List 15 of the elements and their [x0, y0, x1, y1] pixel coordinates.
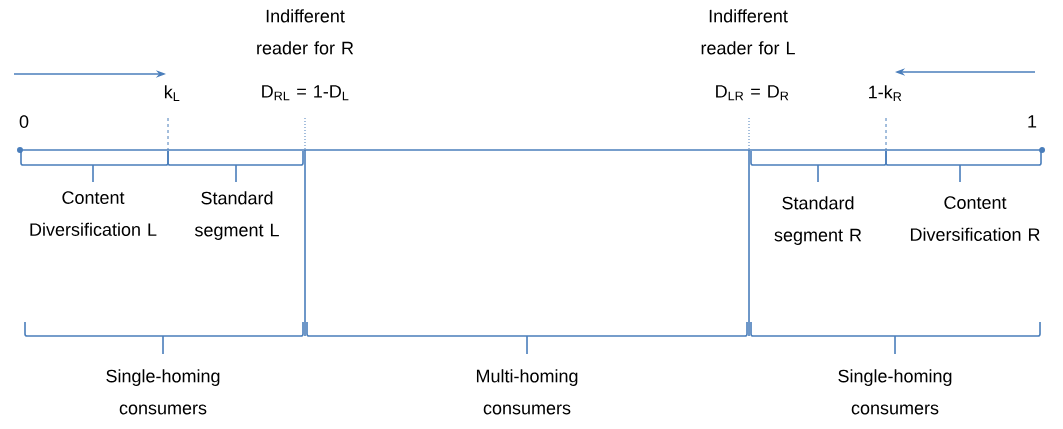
- segment-label: Content Diversification L: [30, 191, 157, 236]
- annotation: Indifferent reader for R: [257, 9, 354, 55]
- annotation: Indifferent reader for L: [701, 9, 795, 55]
- point-label: D$_{LR}$ = D$_{R}$: [716, 85, 789, 101]
- segment-label: Multi-homing consumers: [476, 369, 578, 415]
- segment-label: Single-homing consumers: [106, 369, 220, 415]
- segment-label: Standard segment L: [195, 191, 279, 240]
- segment-label: Standard segment R: [774, 196, 862, 245]
- point-label: D$_{RL}$ = 1-D$_{L}$: [262, 85, 349, 101]
- point-label: k$_{L}$: [164, 85, 180, 101]
- axis-label: 0: [19, 115, 29, 128]
- point-label: 1-k$_{R}$: [869, 85, 902, 101]
- axis-label: 1: [1028, 115, 1037, 128]
- segment-label: Content Diversification R: [910, 196, 1040, 241]
- segment-label: Single-homing consumers: [838, 369, 952, 415]
